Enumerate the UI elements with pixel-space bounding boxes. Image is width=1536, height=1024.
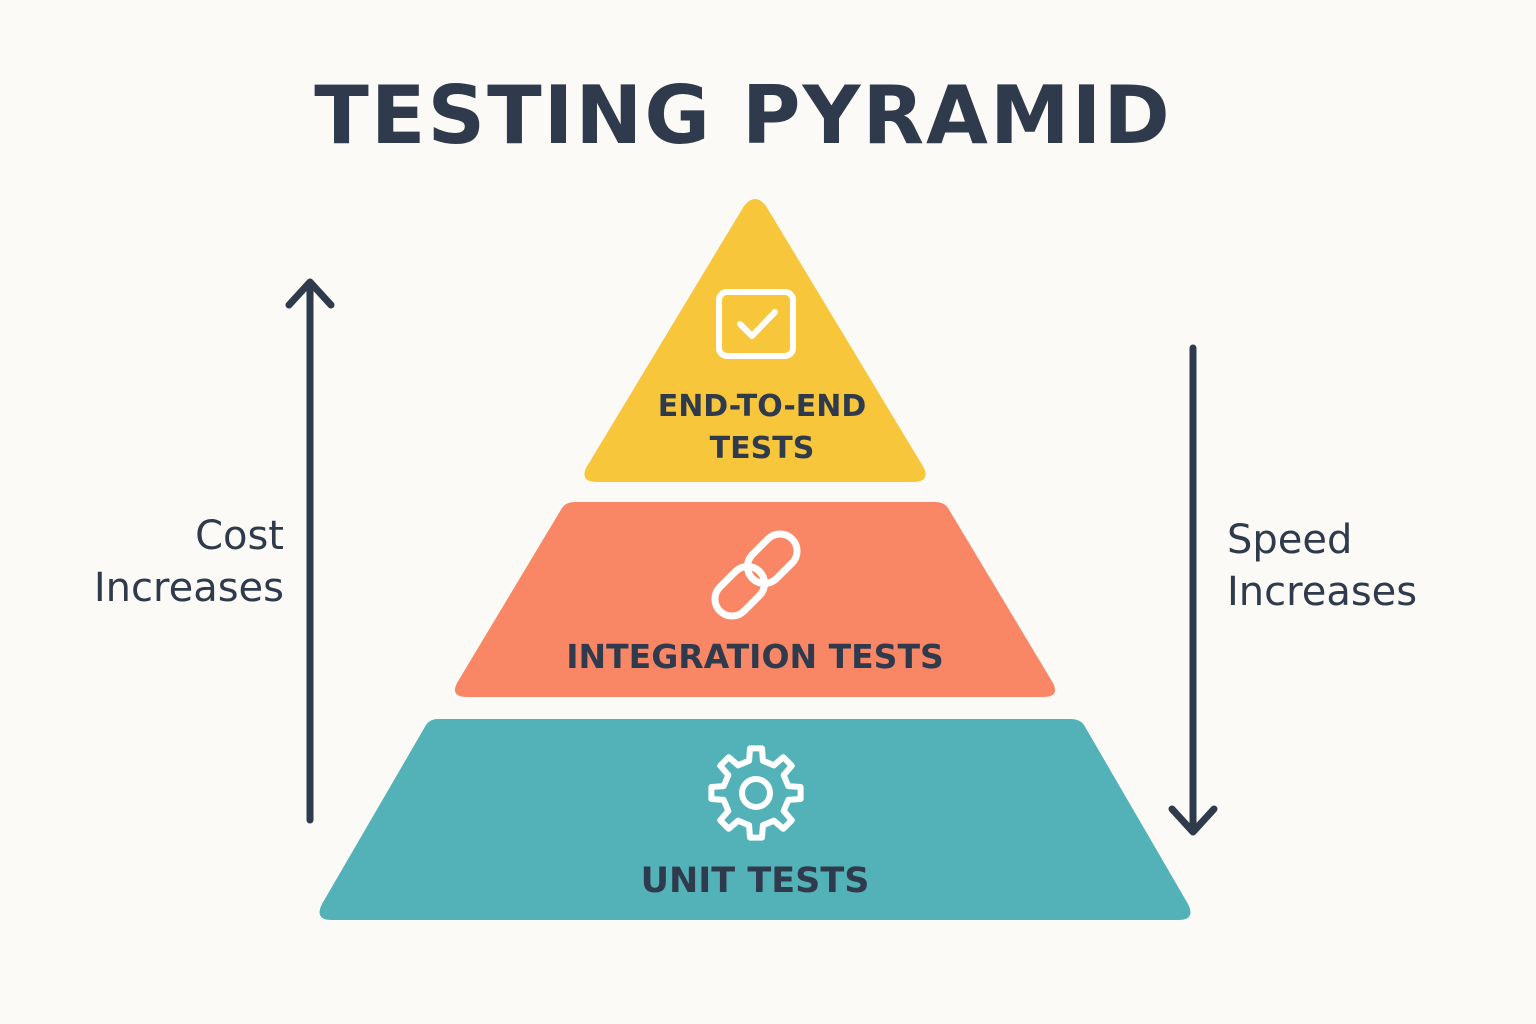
integration-tests-label: INTEGRATION TESTS xyxy=(505,635,1005,679)
tier-label-line: END-TO-END xyxy=(657,389,867,424)
speed-label-line: Increases xyxy=(1227,569,1418,615)
speed-increases-label: Speed Increases xyxy=(1227,514,1417,618)
tier-label-line: UNIT TESTS xyxy=(640,861,870,901)
cost-label-line: Cost xyxy=(195,513,284,559)
speed-arrow-down xyxy=(1168,344,1218,836)
link-chain-icon xyxy=(711,530,801,620)
cost-arrow-up xyxy=(285,278,335,824)
cost-label-line: Increases xyxy=(93,565,284,611)
unit-tests-tier xyxy=(319,719,1191,920)
tier-label-line: TESTS xyxy=(709,431,815,466)
end-to-end-tests-tier xyxy=(584,199,926,482)
checkbox-check-icon xyxy=(716,289,796,359)
unit-tests-label: UNIT TESTS xyxy=(555,858,955,904)
gear-icon xyxy=(708,745,804,841)
cost-increases-label: Cost Increases xyxy=(94,510,284,614)
speed-label-line: Speed xyxy=(1227,517,1353,563)
end-to-end-tests-label: END-TO-END TESTS xyxy=(612,386,912,470)
tier-label-line: INTEGRATION TESTS xyxy=(566,637,944,676)
diagram-title: TESTING PYRAMID xyxy=(314,69,1172,162)
